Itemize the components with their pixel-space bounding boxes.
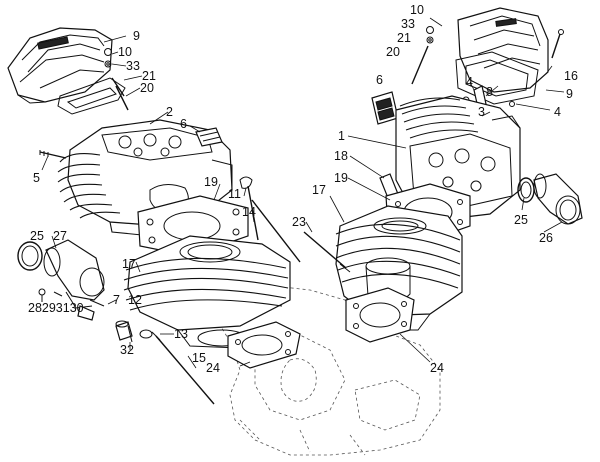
left-cylinder — [123, 235, 291, 349]
callout-left-14: 14 — [242, 205, 256, 219]
callout-right-21: 21 — [397, 31, 411, 45]
right-cover-fasteners — [411, 26, 434, 85]
callout-right-18: 18 — [334, 149, 348, 163]
callout-left-9: 9 — [133, 29, 140, 43]
right-part-6 — [371, 91, 399, 125]
callout-left-5: 5 — [33, 171, 40, 185]
callout-right-6: 6 — [376, 73, 383, 87]
callout-left-6: 6 — [180, 117, 187, 131]
callout-right-1: 1 — [338, 129, 345, 143]
callout-left-2: 2 — [166, 105, 173, 119]
left-pin-5 — [39, 150, 67, 159]
callout-left-24: 24 — [206, 361, 220, 375]
right-valve-cover-gasket — [455, 51, 539, 105]
callout-right-10: 10 — [410, 3, 424, 17]
callout-left-7: 7 — [113, 293, 120, 307]
right-valve-cover — [457, 7, 549, 93]
callout-left-15: 15 — [192, 351, 206, 365]
callout-left-27: 27 — [53, 229, 67, 243]
callout-right-3: 3 — [478, 105, 485, 119]
right-intake-manifold — [517, 173, 583, 225]
callout-left-28293130: 28293130 — [28, 301, 84, 315]
callout-right-17: 17 — [312, 183, 326, 197]
left-intake-manifold — [17, 239, 105, 309]
left-valve-cover-gasket — [57, 77, 126, 115]
callout-right-24: 24 — [430, 361, 444, 375]
callout-left-10: 10 — [118, 45, 132, 59]
callout-left-13: 13 — [174, 327, 188, 341]
callout-right-8: 8 — [486, 85, 493, 99]
left-stud-14 — [239, 176, 301, 263]
callout-right-26: 26 — [539, 231, 553, 245]
callout-right-9: 9 — [566, 87, 573, 101]
callout-left-12: 12 — [128, 293, 142, 307]
callout-right-16: 16 — [564, 69, 578, 83]
left-intake-screws — [38, 288, 105, 321]
callout-right-4a: 4 — [466, 75, 473, 89]
callout-left-20: 20 — [140, 81, 154, 95]
callout-right-33: 33 — [401, 17, 415, 31]
mid-stud-23 — [303, 231, 351, 273]
right-base-gasket — [345, 287, 415, 343]
callout-labels: 9 10 33 21 20 2 6 5 19 11 14 25 27 17 28… — [28, 3, 578, 375]
callout-left-11: 11 — [228, 187, 241, 201]
callout-right-20: 20 — [386, 45, 400, 59]
callout-right-25: 25 — [514, 213, 528, 227]
left-base-gasket — [227, 321, 301, 369]
callout-right-19: 19 — [334, 171, 348, 185]
callout-left-19: 19 — [204, 175, 218, 189]
callout-left-32: 32 — [120, 343, 134, 357]
callout-mid-23: 23 — [292, 215, 306, 229]
callout-right-4b: 4 — [554, 105, 561, 119]
left-valve-cover — [7, 27, 113, 104]
callout-left-17: 17 — [122, 257, 136, 271]
callout-left-25: 25 — [30, 229, 44, 243]
crankcase-outline — [214, 284, 441, 456]
left-cover-fasteners — [104, 48, 129, 111]
right-stud-16 — [551, 29, 564, 59]
left-part-6 — [195, 127, 223, 147]
callout-left-21: 21 — [142, 69, 156, 83]
leader-lines — [41, 17, 565, 369]
left-stud-15 — [151, 331, 215, 405]
callout-left-33: 33 — [126, 59, 140, 73]
left-part-32 — [127, 325, 133, 343]
left-bushing — [115, 320, 153, 341]
